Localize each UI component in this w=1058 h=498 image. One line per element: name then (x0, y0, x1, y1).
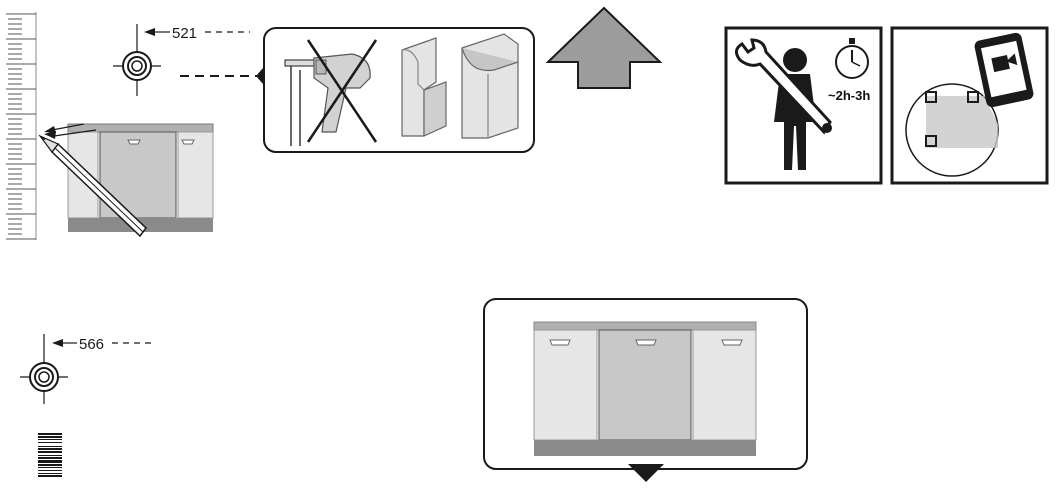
ruler-icon (6, 12, 37, 240)
qr-code-icon (925, 91, 979, 147)
technician-box: ~2h-3h (724, 26, 883, 185)
barcode-icon (38, 433, 62, 477)
stopwatch-icon (835, 38, 869, 79)
down-arrow-icon (628, 464, 664, 482)
smartphone-box (890, 26, 1049, 185)
marker-label-566: 566 (79, 336, 104, 353)
crosshair-target-icon (113, 24, 161, 96)
crosshair-target-icon (20, 334, 68, 404)
up-arrow-icon (545, 6, 663, 89)
marker-label-521: 521 (172, 25, 197, 42)
drill-callout (263, 27, 535, 153)
drill-prohibited-icon (284, 39, 378, 146)
installed-cabinet-callout (483, 298, 808, 470)
marker-521: 521 (113, 24, 250, 96)
technician-wrench-icon (735, 38, 832, 170)
marker-566: 566 (20, 334, 156, 404)
pencil-icon (38, 123, 147, 238)
panel-profile-icon (401, 33, 519, 139)
smartphone-qr-icon (974, 32, 1034, 108)
time-estimate-label: ~2h-3h (828, 88, 870, 103)
